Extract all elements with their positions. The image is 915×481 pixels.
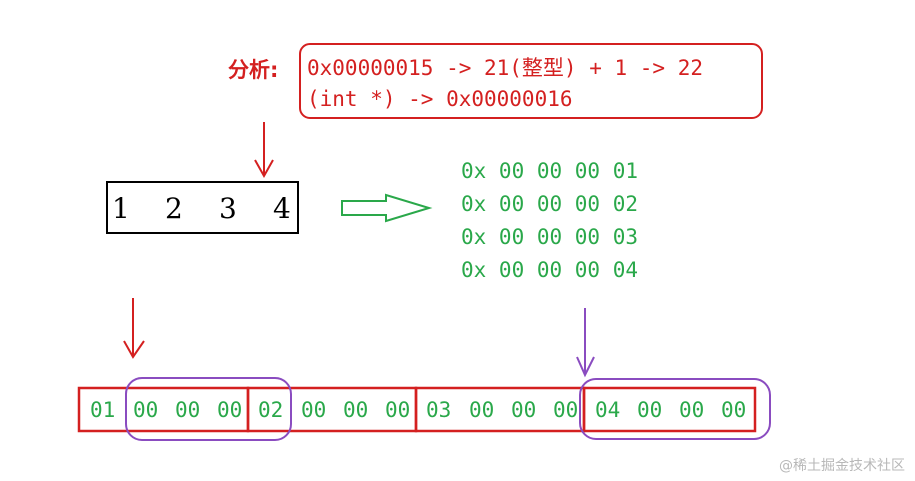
memory-byte: 00: [679, 398, 704, 422]
memory-byte: 01: [90, 398, 115, 422]
memory-byte: 00: [511, 398, 536, 422]
memory-byte: 00: [175, 398, 200, 422]
array-value-4: 4: [273, 192, 291, 225]
array-value-1: 1: [112, 192, 130, 225]
array-value-3: 3: [219, 192, 237, 225]
hex-line-4: 0x 00 00 00 04: [461, 258, 638, 282]
memory-byte: 00: [217, 398, 242, 422]
purple-down-arrow: [576, 308, 595, 378]
memory-byte: 02: [258, 398, 283, 422]
analysis-line-2: (int *) -> 0x00000016: [307, 87, 573, 111]
hex-line-1: 0x 00 00 00 01: [461, 159, 638, 183]
memory-byte: 00: [385, 398, 410, 422]
purple-highlight-2: [579, 378, 771, 440]
memory-byte-row: 01 00 00 00 02 00 00 00 03 00 00 00 04 0…: [90, 398, 746, 422]
red-down-arrow-left: [123, 298, 145, 359]
memory-byte: 00: [637, 398, 662, 422]
array-box: [106, 181, 299, 234]
purple-highlight-1: [125, 377, 292, 441]
hex-line-3: 0x 00 00 00 03: [461, 225, 638, 249]
watermark: @稀土掘金技术社区: [779, 458, 905, 474]
memory-byte: 00: [343, 398, 368, 422]
memory-byte: 03: [426, 398, 451, 422]
array-value-2: 2: [165, 192, 183, 225]
red-down-arrow-top: [254, 122, 274, 179]
memory-byte: 00: [301, 398, 326, 422]
memory-byte: 00: [469, 398, 494, 422]
memory-byte: 00: [553, 398, 578, 422]
green-right-arrow: [341, 193, 433, 223]
int-box-4: [582, 386, 757, 433]
memory-byte: 04: [595, 398, 620, 422]
analysis-label: 分析:: [228, 58, 278, 82]
analysis-box: [299, 43, 763, 119]
memory-byte: 00: [721, 398, 746, 422]
analysis-line-1: 0x00000015 -> 21(整型) + 1 -> 22: [307, 56, 703, 80]
hex-line-2: 0x 00 00 00 02: [461, 192, 638, 216]
memory-byte: 00: [133, 398, 158, 422]
